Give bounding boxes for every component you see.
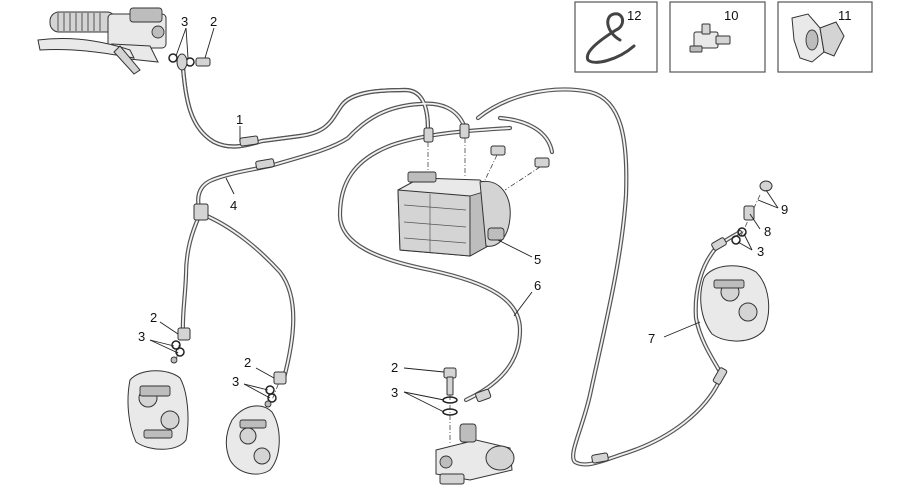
callout-3: 3	[757, 244, 764, 259]
front-right-caliper	[225, 405, 280, 475]
inset-box-12: 12	[574, 1, 658, 73]
hose-clamp-icon	[791, 13, 845, 63]
callout-8: 8	[764, 224, 771, 239]
rear-caliper	[700, 265, 770, 342]
callout-2: 2	[150, 310, 157, 325]
callout-2: 2	[391, 360, 398, 375]
inset-number-12: 12	[627, 8, 641, 23]
front-left-caliper	[127, 370, 189, 450]
callout-6: 6	[534, 278, 541, 293]
callout-3: 3	[391, 385, 398, 400]
callout-4: 4	[230, 198, 237, 213]
hose-clip-icon	[585, 12, 636, 64]
callout-3: 3	[138, 329, 145, 344]
callout-2: 2	[210, 14, 217, 29]
callout-labels: 3 2 1 4 5 6 7 9 8 3 2 3 2 3 2 3	[138, 14, 788, 400]
inset-number-11: 11	[838, 8, 852, 23]
callout-7: 7	[648, 331, 655, 346]
brake-pipes-highlight	[183, 68, 741, 466]
callout-2: 2	[244, 355, 251, 370]
callout-3: 3	[232, 374, 239, 389]
callout-1: 1	[236, 112, 243, 127]
pipe-fittings	[193, 123, 728, 464]
inset-box-11: 11	[777, 1, 873, 73]
front-brake-master-cylinder	[37, 7, 167, 75]
callout-5: 5	[534, 252, 541, 267]
callout-9: 9	[781, 202, 788, 217]
pipe-4-right-branch	[199, 211, 296, 381]
rear-master-cylinder	[435, 423, 515, 485]
inset-number-10: 10	[724, 8, 738, 23]
front-right-banjo	[264, 371, 287, 408]
pipe-6	[337, 125, 523, 403]
leader-lines	[149, 27, 779, 413]
banjo-bolt-top	[168, 53, 211, 71]
pipe-bracket-icon	[689, 23, 731, 53]
inset-box-10: 10	[669, 1, 766, 73]
abs-control-unit	[397, 171, 511, 257]
callout-3: 3	[181, 14, 188, 29]
